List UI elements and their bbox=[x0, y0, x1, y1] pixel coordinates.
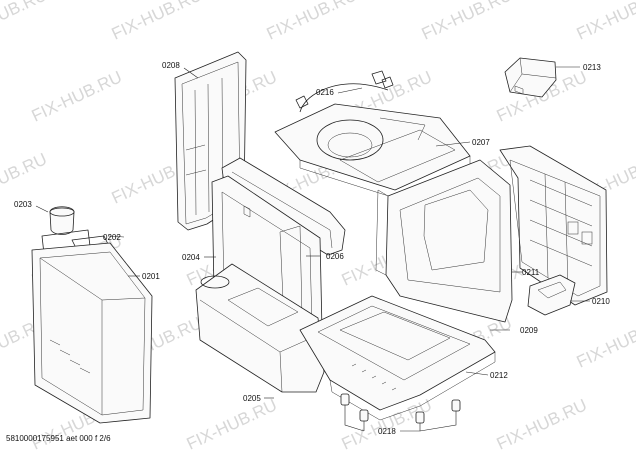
watermark-2: FIX-HUB.RU bbox=[264, 0, 360, 44]
callout-0210: 0210 bbox=[592, 297, 610, 306]
diagram-reference-number: 5810000175951 aet 000 f 2/6 bbox=[6, 434, 111, 443]
part-back-panel bbox=[499, 145, 608, 306]
watermark-24: FIX-HUB.RU bbox=[574, 313, 636, 371]
watermark-1: FIX-HUB.RU bbox=[109, 0, 205, 44]
watermark-0: FIX-HUB.RU bbox=[0, 0, 50, 44]
watermark-5: FIX-HUB.RU bbox=[29, 67, 125, 125]
callout-0209: 0209 bbox=[520, 326, 538, 335]
part-connector-block bbox=[504, 57, 557, 98]
leader-lines bbox=[35, 66, 590, 432]
callout-0211: 0211 bbox=[522, 268, 540, 277]
watermark-28: FIX-HUB.RU bbox=[494, 395, 590, 450]
callout-0213: 0213 bbox=[583, 63, 601, 72]
part-small-bracket bbox=[527, 274, 576, 316]
callout-0218: 0218 bbox=[378, 427, 396, 436]
part-water-tank bbox=[31, 242, 153, 424]
part-base-tray bbox=[195, 263, 325, 393]
callout-0203: 0203 bbox=[14, 200, 32, 209]
callout-0204: 0204 bbox=[182, 253, 200, 262]
callout-0208: 0208 bbox=[162, 61, 180, 70]
callout-0206: 0206 bbox=[326, 252, 344, 261]
watermark-26: FIX-HUB.RU bbox=[184, 395, 280, 450]
part-top-frame bbox=[274, 103, 471, 199]
callout-0207: 0207 bbox=[472, 138, 490, 147]
watermark-4: FIX-HUB.RU bbox=[574, 0, 636, 44]
part-cable-connectors bbox=[295, 70, 394, 113]
callout-0201: 0201 bbox=[142, 272, 160, 281]
callout-0212: 0212 bbox=[490, 371, 508, 380]
watermark-3: FIX-HUB.RU bbox=[419, 0, 515, 44]
part-main-housing bbox=[375, 159, 513, 323]
callout-0216: 0216 bbox=[316, 88, 334, 97]
part-tank-lid bbox=[41, 206, 91, 255]
callout-0202: 0202 bbox=[103, 233, 121, 242]
part-base-plate bbox=[299, 295, 496, 421]
watermark-10: FIX-HUB.RU bbox=[0, 149, 50, 207]
callout-0205: 0205 bbox=[243, 394, 261, 403]
